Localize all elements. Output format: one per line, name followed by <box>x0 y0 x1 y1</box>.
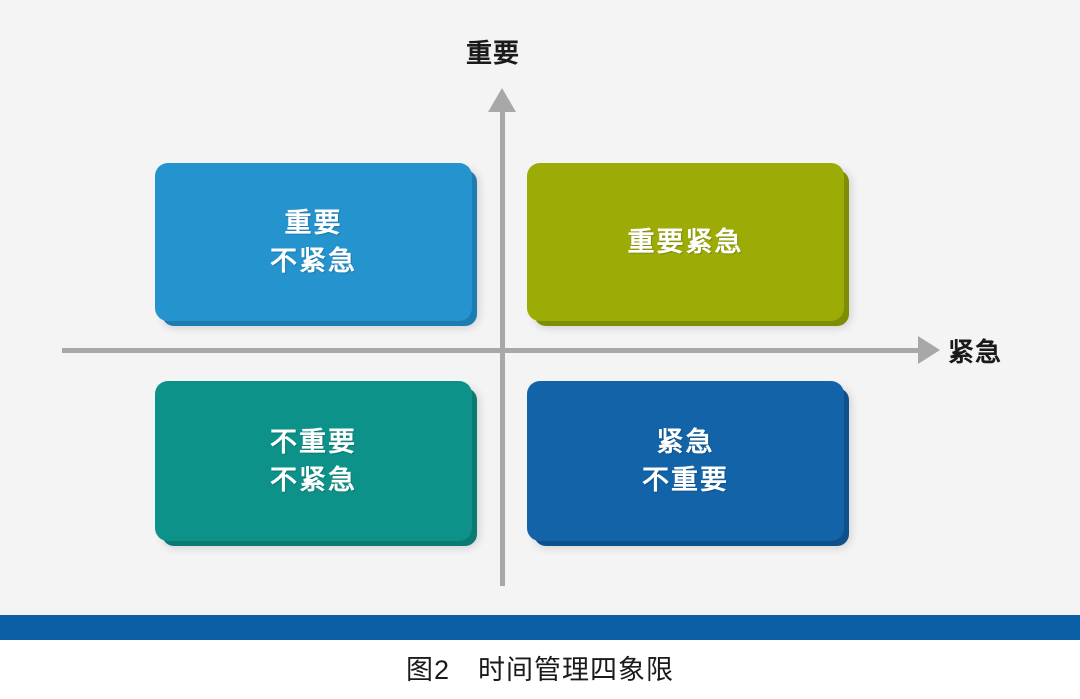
diagram-canvas: 重要 紧急 重要 不紧急 重要紧急 不重要 不紧急 紧急 不重要 <box>0 0 1080 615</box>
figure-caption: 图2 时间管理四象限 <box>405 655 675 685</box>
quadrant-label-line: 不重要 <box>270 426 357 457</box>
vertical-axis-label: 重要 <box>466 38 521 68</box>
quadrant-urgent-not-important[interactable]: 紧急 不重要 <box>527 381 844 541</box>
horizontal-axis-line <box>62 348 924 353</box>
quadrant-label-line: 紧急 <box>656 426 715 457</box>
quadrant-label-line: 不紧急 <box>270 246 357 276</box>
vertical-axis-arrow-icon <box>488 88 516 112</box>
horizontal-axis-label: 紧急 <box>948 337 1003 367</box>
quadrant-important-not-urgent[interactable]: 重要 不紧急 <box>155 163 472 321</box>
divider-bar <box>0 615 1080 640</box>
horizontal-axis-arrow-icon <box>918 336 940 364</box>
quadrant-label-line: 不重要 <box>642 465 729 495</box>
quadrant-label-line: 重要紧急 <box>627 226 744 257</box>
quadrant-label-line: 不紧急 <box>270 465 357 495</box>
quadrant-label-line: 重要 <box>284 207 343 238</box>
quadrant-not-important-not-urgent[interactable]: 不重要 不紧急 <box>155 381 472 541</box>
vertical-axis-line <box>500 108 505 586</box>
quadrant-important-urgent[interactable]: 重要紧急 <box>527 163 844 321</box>
